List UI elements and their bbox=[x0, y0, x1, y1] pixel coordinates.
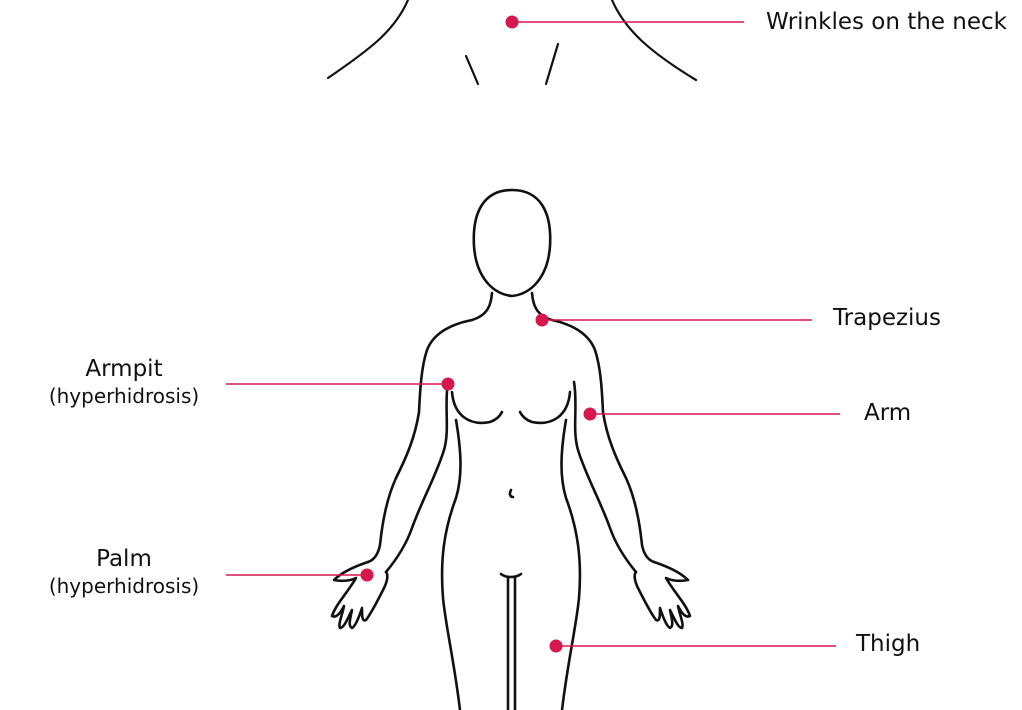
marker-trapezius bbox=[536, 314, 549, 327]
label-thigh-text: Thigh bbox=[856, 631, 920, 659]
marker-thigh bbox=[550, 640, 563, 653]
label-neck-text: Wrinkles on the neck bbox=[766, 9, 1007, 37]
torso-left bbox=[442, 420, 460, 710]
collarbone-left bbox=[466, 56, 478, 84]
hand-left bbox=[332, 562, 387, 628]
label-thigh: Thigh bbox=[856, 631, 920, 659]
body-outline bbox=[332, 190, 690, 710]
label-palm: Palm (hyperhidrosis) bbox=[49, 546, 199, 598]
label-palm-text: Palm bbox=[49, 546, 199, 574]
label-palm-note: (hyperhidrosis) bbox=[49, 574, 199, 598]
neck-right-contour bbox=[612, 0, 696, 80]
label-armpit-text: Armpit bbox=[49, 356, 199, 384]
marker-neck bbox=[506, 16, 519, 29]
label-arm-text: Arm bbox=[864, 400, 911, 428]
label-trapezius: Trapezius bbox=[833, 305, 941, 333]
breast-right bbox=[520, 392, 570, 423]
marker-palm bbox=[361, 569, 374, 582]
callouts bbox=[226, 22, 840, 646]
crotch bbox=[501, 574, 521, 577]
hand-right bbox=[635, 562, 690, 628]
label-armpit: Armpit (hyperhidrosis) bbox=[49, 356, 199, 408]
label-neck: Wrinkles on the neck bbox=[766, 9, 1007, 37]
marker-armpit bbox=[442, 378, 455, 391]
neck-closeup bbox=[328, 0, 696, 84]
body-right-contour bbox=[532, 293, 654, 562]
label-arm: Arm bbox=[864, 400, 911, 428]
torso-right bbox=[562, 420, 580, 710]
navel bbox=[510, 490, 513, 497]
marker-arm bbox=[584, 408, 597, 421]
label-armpit-note: (hyperhidrosis) bbox=[49, 384, 199, 408]
head bbox=[474, 190, 550, 296]
neck-left-contour bbox=[328, 0, 408, 78]
collarbone-right bbox=[546, 44, 558, 84]
label-trapezius-text: Trapezius bbox=[833, 305, 941, 333]
breast-left bbox=[452, 392, 502, 423]
body-left-contour bbox=[368, 293, 492, 562]
